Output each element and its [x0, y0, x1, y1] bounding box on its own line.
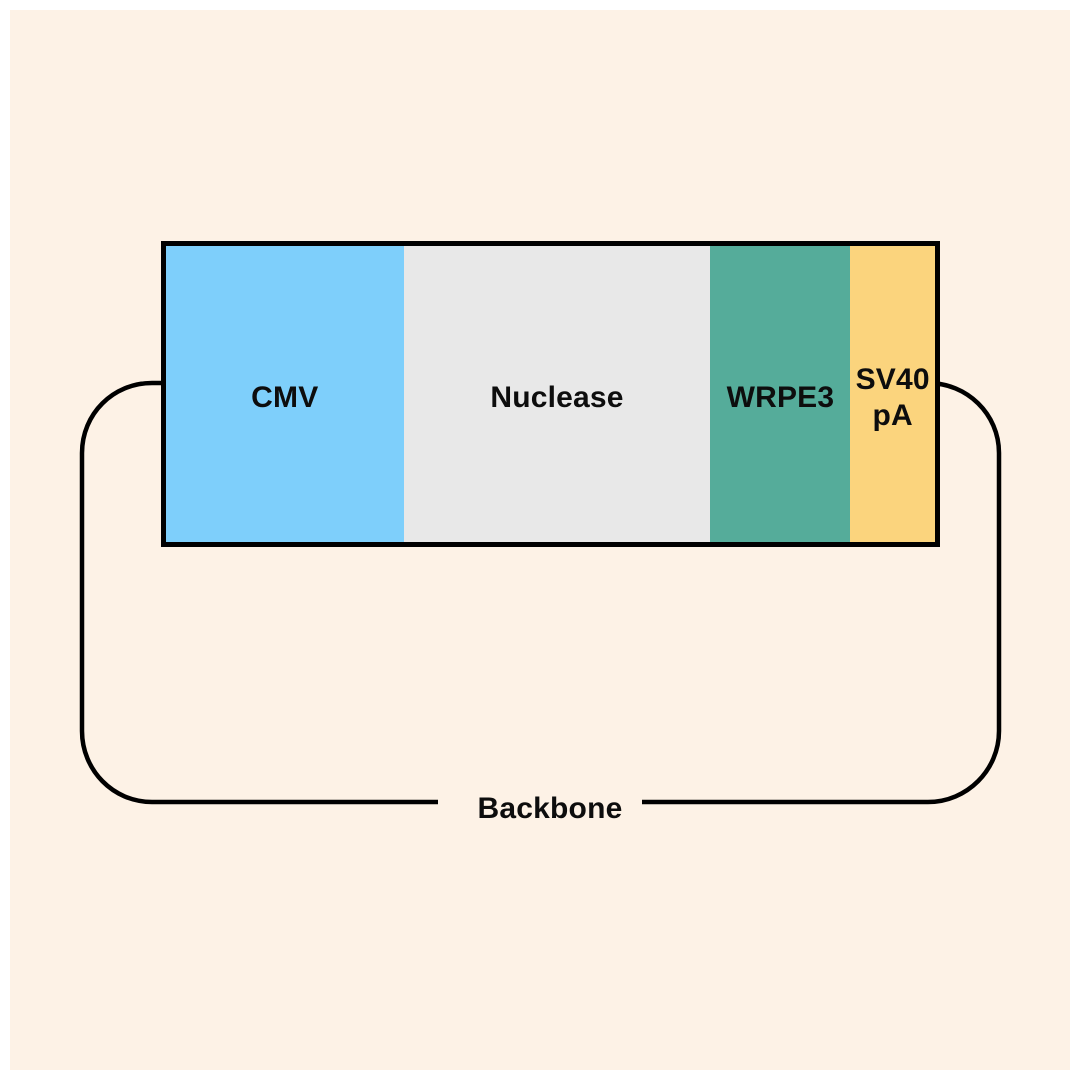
- segment-wrpe3: WRPE3: [710, 246, 851, 542]
- backbone-label: Backbone: [477, 792, 623, 825]
- plasmid-map: CMV Nuclease WRPE3 SV40 pA: [161, 241, 940, 547]
- segment-cmv: CMV: [166, 246, 404, 542]
- segment-wrpe3-label: WRPE3: [726, 381, 835, 414]
- diagram-canvas: CMV Nuclease WRPE3 SV40 pA Backbone: [10, 10, 1070, 1070]
- segment-nuclease-label: Nuclease: [490, 381, 624, 414]
- backbone-left-path: [79, 380, 438, 805]
- backbone-right-path: [642, 380, 1002, 805]
- segment-sv40-pa: SV40 pA: [850, 246, 935, 542]
- backbone-loop: [79, 380, 1002, 805]
- segment-nuclease: Nuclease: [403, 246, 711, 542]
- segment-sv40-pa-label: SV40 pA: [855, 363, 930, 432]
- segment-cmv-label: CMV: [251, 381, 319, 414]
